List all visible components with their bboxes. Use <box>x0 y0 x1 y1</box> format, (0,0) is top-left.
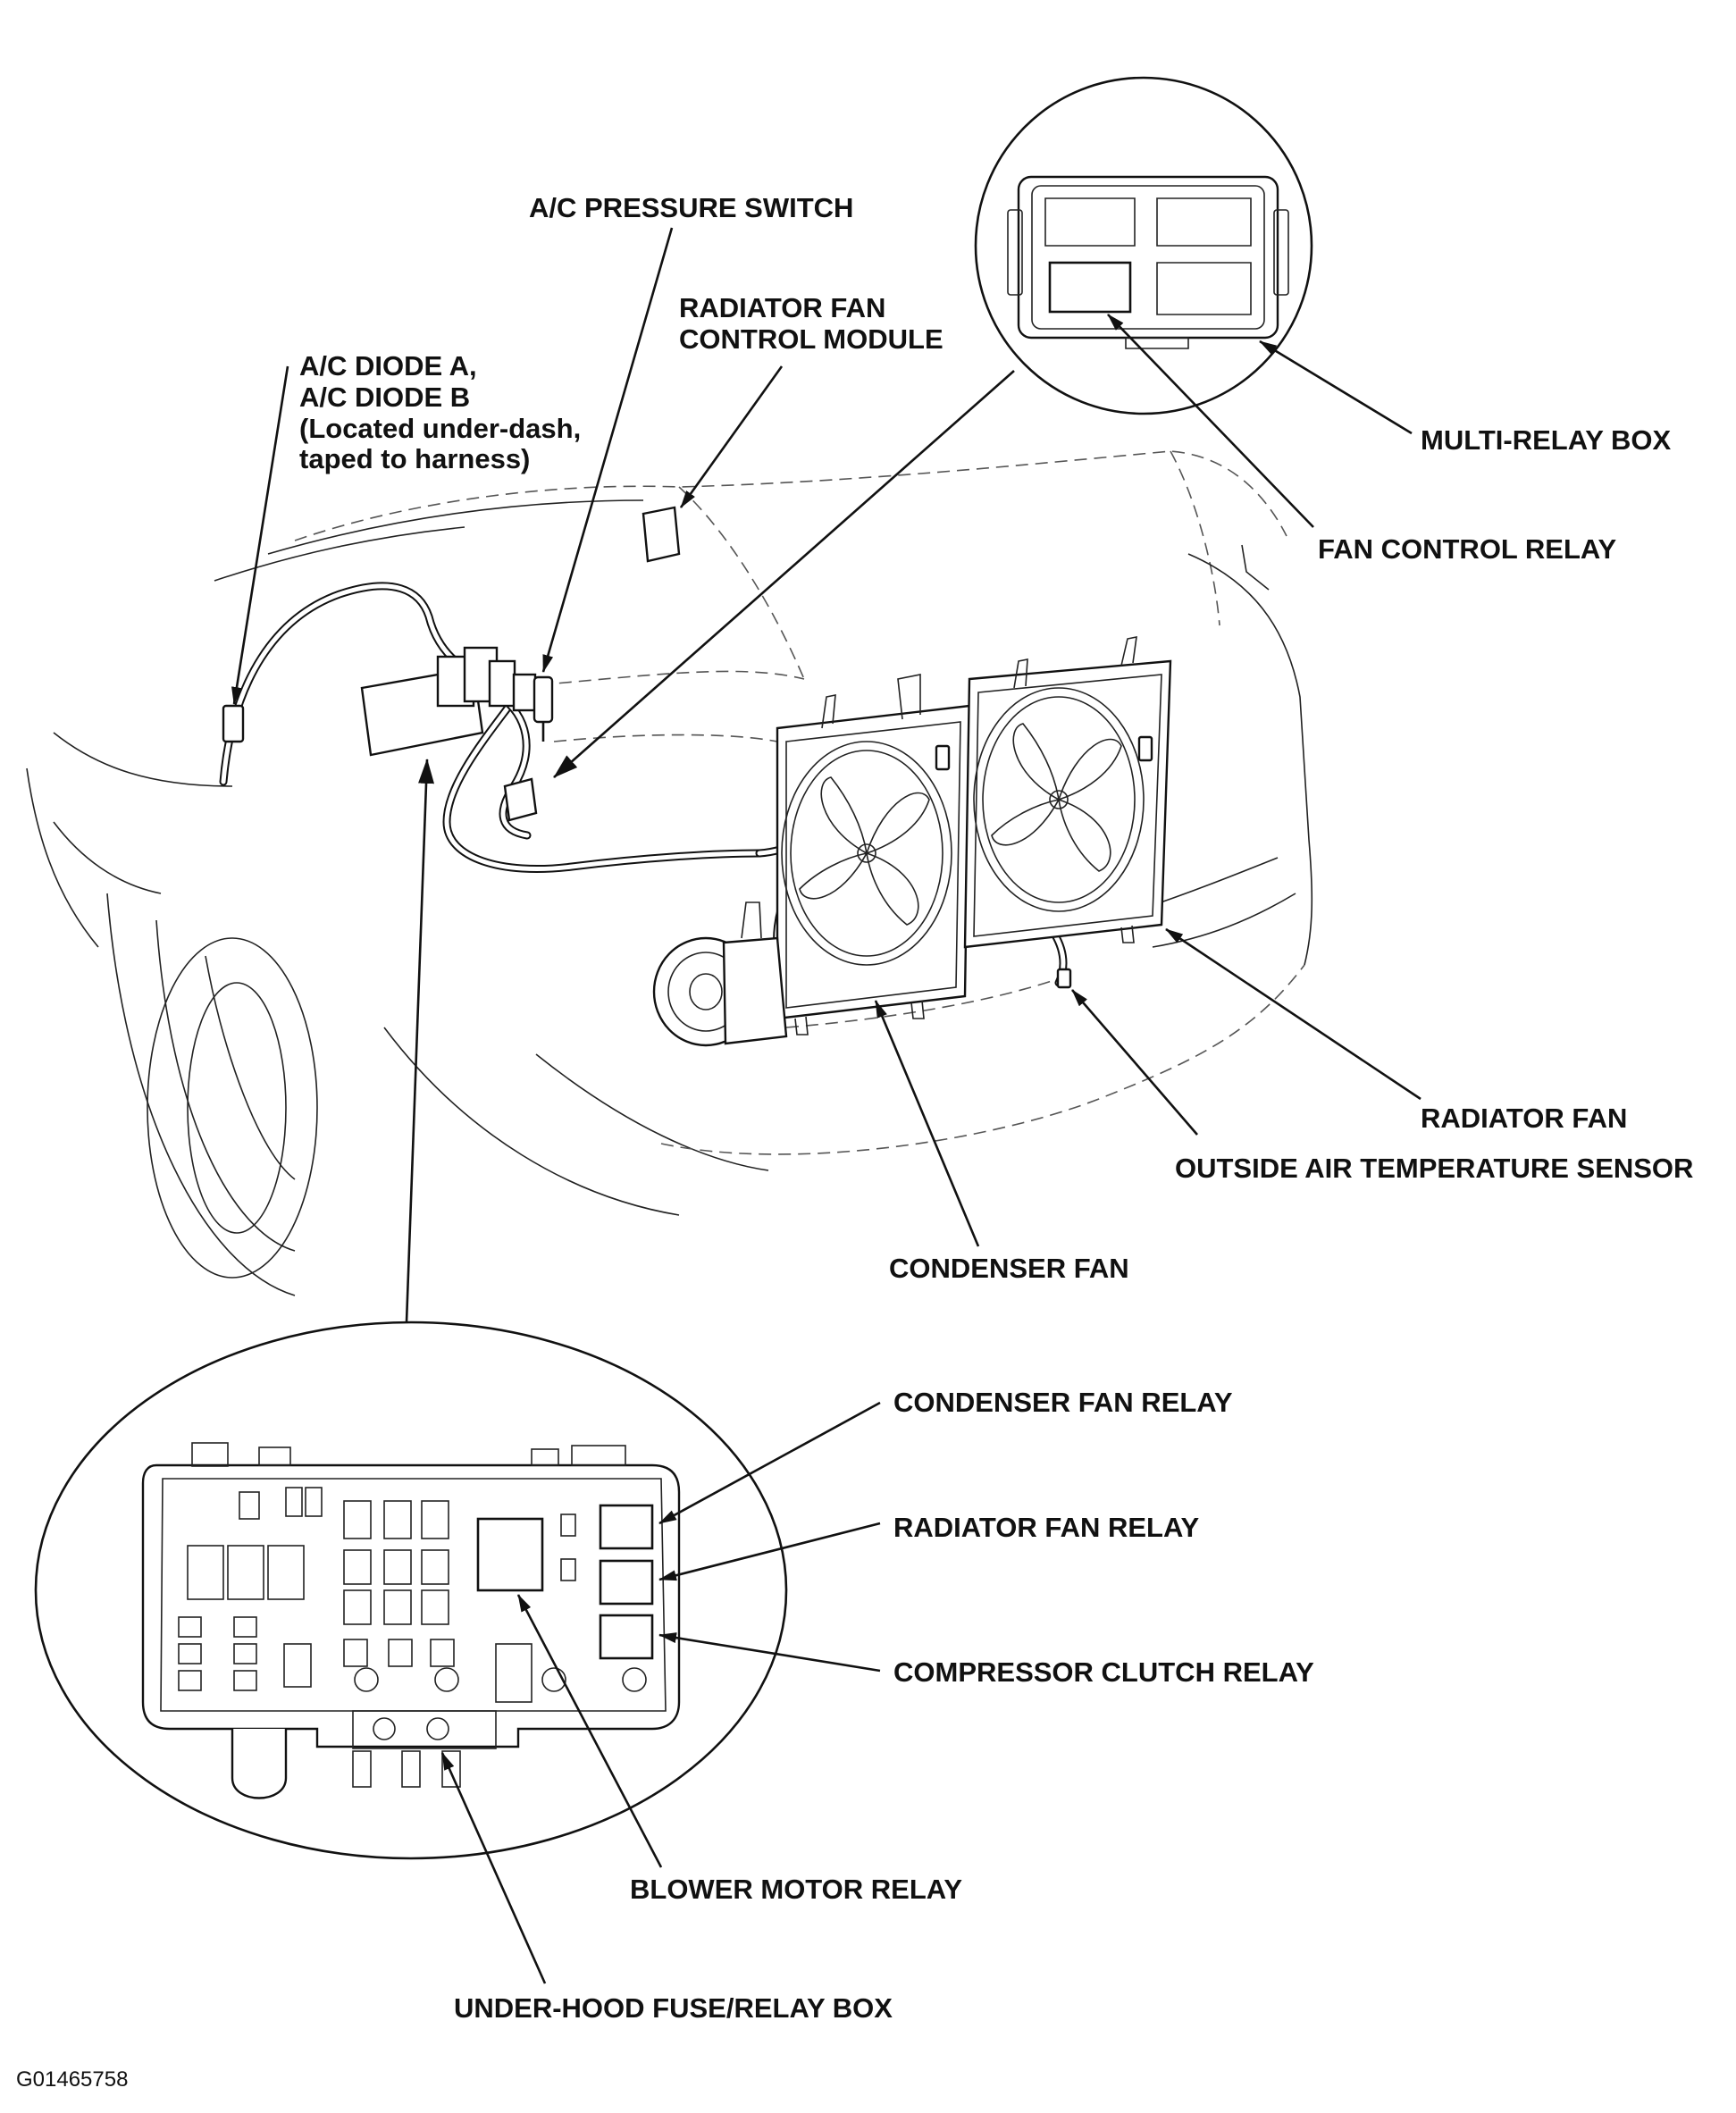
ac-pressure-switch-part <box>533 675 554 742</box>
label-ac-diode-line2: A/C DIODE B <box>299 382 470 413</box>
multi-relay-box-in-vehicle <box>503 777 538 822</box>
label-radiator-fan-control-module-line1: RADIATOR FAN <box>679 292 885 323</box>
callout-labels: A/C PRESSURE SWITCH RADIATOR FAN CONTROL… <box>16 192 1693 2092</box>
radiator-fan-control-module-part <box>642 506 681 563</box>
label-radiator-fan-control-module-line2: CONTROL MODULE <box>679 323 943 355</box>
label-ac-pressure-switch: A/C PRESSURE SWITCH <box>529 192 853 223</box>
label-outside-air-temperature-sensor: OUTSIDE AIR TEMPERATURE SENSOR <box>1175 1153 1693 1184</box>
leader-lines <box>231 227 1422 1984</box>
label-multi-relay-box: MULTI-RELAY BOX <box>1421 424 1671 456</box>
label-radiator-fan-relay: RADIATOR FAN RELAY <box>893 1512 1200 1543</box>
label-ac-diode-line4: taped to harness) <box>299 443 530 474</box>
label-radiator-fan: RADIATOR FAN <box>1421 1103 1627 1134</box>
label-fan-control-relay: FAN CONTROL RELAY <box>1318 533 1616 565</box>
label-under-hood-fuse-relay-box: UNDER-HOOD FUSE/RELAY BOX <box>454 1992 893 2024</box>
multi-relay-box-inset <box>974 76 1313 415</box>
ac-compressor <box>652 901 788 1047</box>
ac-diode-part <box>222 704 245 743</box>
label-condenser-fan: CONDENSER FAN <box>889 1253 1129 1284</box>
under-hood-fuse-relay-box-inset <box>34 1321 788 1860</box>
label-blower-motor-relay: BLOWER MOTOR RELAY <box>630 1874 962 1905</box>
under-hood-fuse-box-in-vehicle <box>360 646 537 757</box>
fan-assembly <box>776 635 1172 1036</box>
label-condenser-fan-relay: CONDENSER FAN RELAY <box>893 1387 1233 1418</box>
label-compressor-clutch-relay: COMPRESSOR CLUTCH RELAY <box>893 1656 1314 1688</box>
figure-code: G01465758 <box>16 2067 128 2092</box>
label-ac-diode-line3: (Located under-dash, <box>299 413 581 444</box>
label-ac-diode-line1: A/C DIODE A, <box>299 350 477 382</box>
